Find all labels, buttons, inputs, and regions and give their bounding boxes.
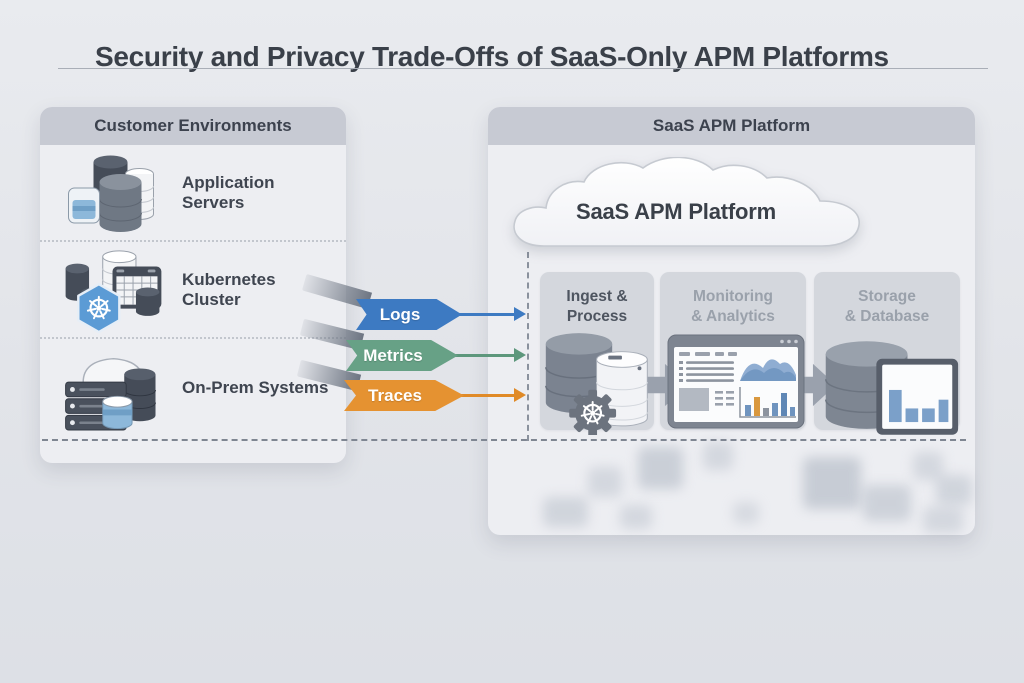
blurred-content-blob bbox=[913, 452, 943, 480]
traces-arrow-head bbox=[514, 388, 526, 402]
stage-label-line2: Process bbox=[566, 308, 628, 326]
logs-label: Logs bbox=[379, 304, 421, 324]
traces-banner: Traces bbox=[344, 380, 464, 411]
page-title: Security and Privacy Trade-Offs of SaaS-… bbox=[95, 40, 889, 72]
cloud-label: SaaS APM Platform bbox=[576, 199, 776, 224]
metrics-arrow-line bbox=[454, 354, 516, 357]
logs-arrow-line bbox=[458, 313, 516, 316]
blurred-content-blob bbox=[923, 507, 963, 533]
saas-apm-panel: SaaS APM Platform SaaS APM Platform Inge… bbox=[488, 107, 975, 535]
saas-apm-header: SaaS APM Platform bbox=[488, 107, 975, 145]
stage-label-line2: & Analytics bbox=[691, 308, 775, 326]
blurred-content-blob bbox=[936, 475, 972, 505]
list-item-label: Kubernetes Cluster bbox=[182, 269, 276, 309]
stage-label-line1: Ingest & bbox=[566, 288, 628, 305]
stage-label-line2: & Database bbox=[844, 308, 930, 326]
blurred-content-blob bbox=[733, 502, 759, 524]
cloud-icon bbox=[504, 156, 874, 253]
customer-environments-header: Customer Environments bbox=[40, 107, 346, 145]
blurred-content-blob bbox=[803, 457, 861, 509]
blurred-content-blob bbox=[620, 505, 652, 529]
dashed-boundary-vertical bbox=[527, 252, 529, 441]
title-underline bbox=[58, 68, 988, 69]
blurred-content-blob bbox=[703, 442, 733, 470]
ingest-process-icon bbox=[538, 325, 660, 440]
metrics-label: Metrics bbox=[363, 345, 423, 365]
list-item-label: On-Prem Systems bbox=[182, 377, 329, 397]
traces-arrow-line bbox=[460, 394, 516, 397]
on-prem-systems-icon bbox=[54, 345, 172, 431]
monitoring-analytics-icon bbox=[666, 333, 806, 436]
application-servers-icon bbox=[54, 152, 172, 234]
list-item-label: Application Servers bbox=[182, 172, 275, 212]
blurred-content-blob bbox=[588, 467, 622, 497]
dashed-boundary-horizontal bbox=[42, 439, 966, 441]
logs-banner: Logs bbox=[356, 299, 462, 330]
list-item-on-prem-systems: On-Prem Systems bbox=[40, 339, 346, 436]
customer-environments-panel: Customer Environments Application S bbox=[40, 107, 346, 463]
blurred-content-blob bbox=[863, 485, 911, 521]
metrics-banner: Metrics bbox=[346, 340, 458, 371]
kubernetes-cluster-icon bbox=[54, 247, 172, 333]
traces-label: Traces bbox=[368, 385, 422, 405]
blurred-content-blob bbox=[543, 497, 588, 527]
metrics-arrow-head bbox=[514, 348, 526, 362]
stage-label-line1: Storage bbox=[858, 288, 916, 305]
logs-arrow-head bbox=[514, 307, 526, 321]
list-item-application-servers: Application Servers bbox=[40, 145, 346, 242]
blurred-content-blob bbox=[638, 447, 683, 489]
storage-database-icon bbox=[816, 335, 962, 446]
list-item-kubernetes-cluster: Kubernetes Cluster bbox=[40, 242, 346, 339]
stage-label-line1: Monitoring bbox=[692, 288, 774, 305]
